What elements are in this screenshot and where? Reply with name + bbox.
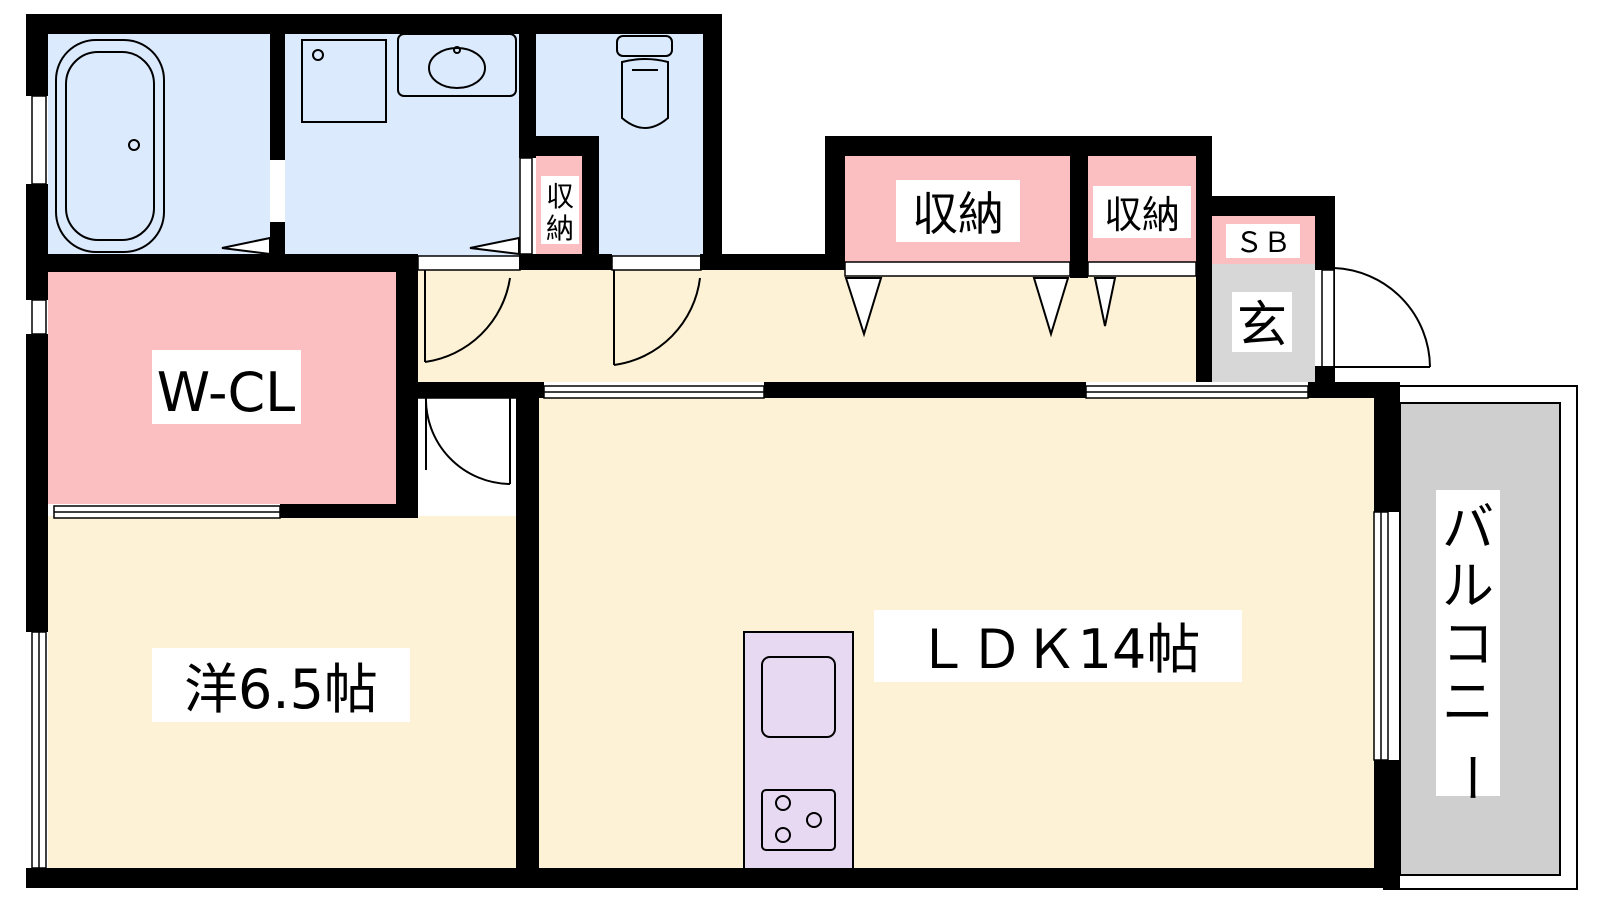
stove-icon: [761, 789, 836, 851]
washroom-floor: [285, 34, 519, 256]
entrance-label: 玄: [1237, 296, 1287, 354]
storage-small-label-top: 収: [546, 180, 574, 213]
storage-b-label: 収納: [1104, 193, 1180, 237]
toilet: [616, 35, 673, 129]
sink-icon: [761, 656, 836, 738]
shoe-box-label: ＳＢ: [1235, 226, 1291, 259]
balcony-label-5: ー: [1438, 752, 1498, 804]
walls: [26, 14, 1400, 888]
washing-machine-pan: [301, 39, 387, 123]
folding-doors: [221, 236, 1117, 338]
storage-small-label-bottom: 納: [546, 212, 574, 245]
walk-in-closet-label: W-CL: [157, 361, 295, 424]
storage-a-label: 収納: [912, 187, 1004, 241]
balcony-label-2: ル: [1442, 557, 1494, 617]
bathtub: [55, 39, 165, 253]
bathroom-floor: [48, 34, 270, 256]
hallway-floor: [418, 270, 1196, 382]
balcony-label-1: バ: [1442, 499, 1494, 559]
balcony-label-3: コ: [1442, 615, 1494, 675]
western-room-label: 洋6.5帖: [184, 658, 378, 721]
kitchen-counter: [743, 631, 854, 876]
balcony-label-4: ニ: [1442, 673, 1494, 733]
ldk-label: ＬＤＫ14帖: [916, 618, 1201, 681]
